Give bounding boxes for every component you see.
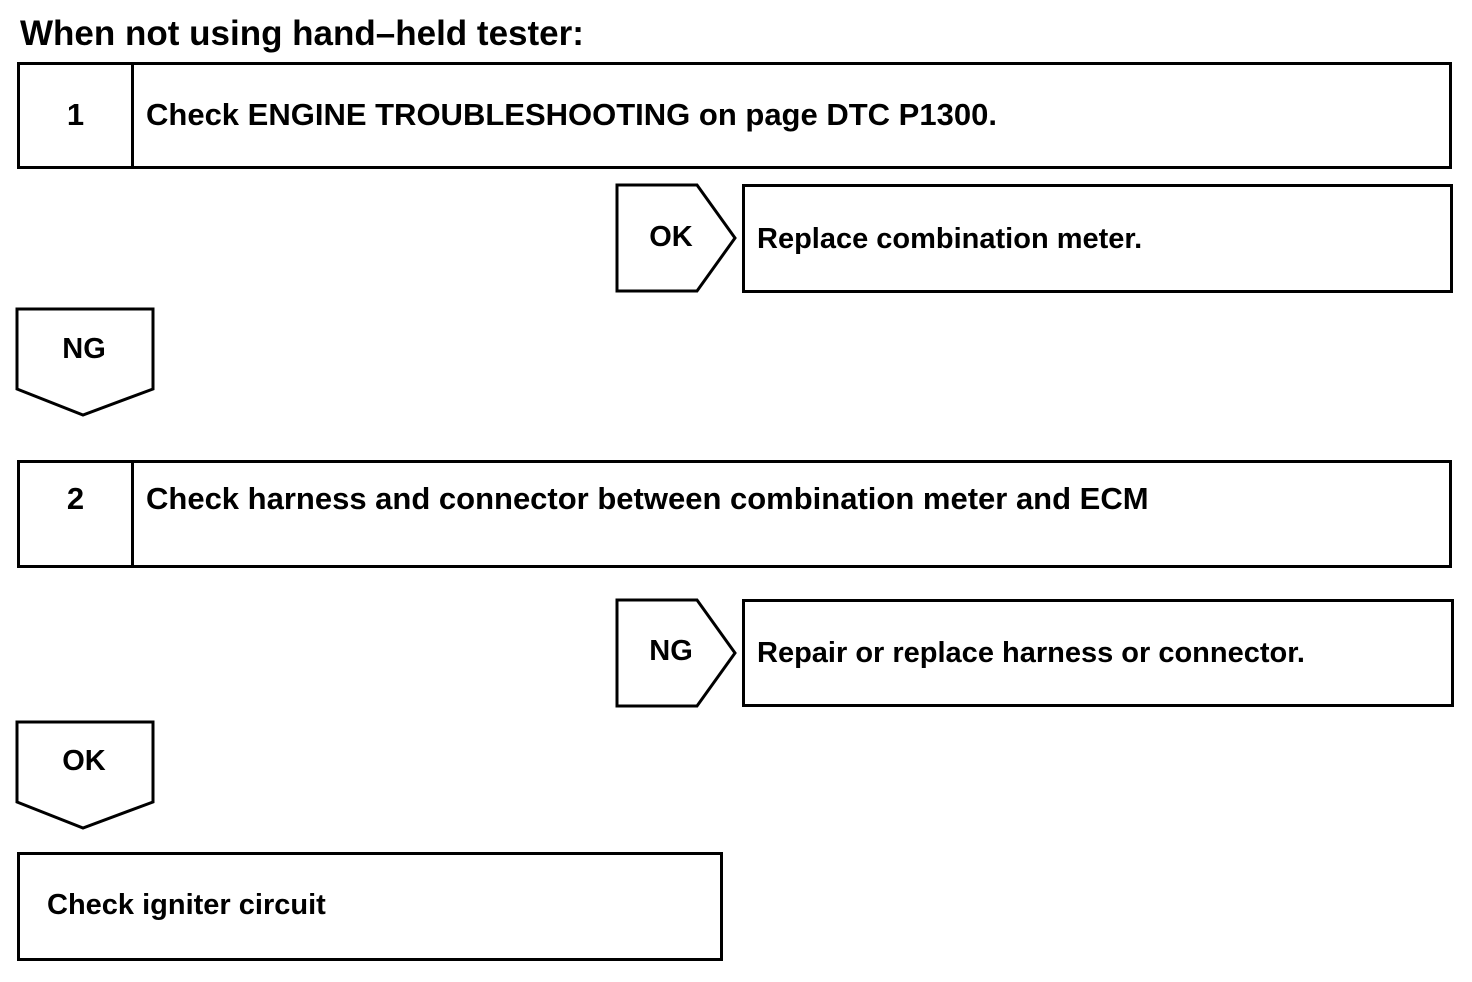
step-1-result-text: Replace combination meter. <box>757 223 1143 255</box>
step-2-box: 2 Check harness and connector between co… <box>17 460 1452 568</box>
step-1-ok-arrow <box>615 183 737 293</box>
step-1-number: 1 <box>20 65 134 166</box>
step-2-ok-label: OK <box>62 745 106 777</box>
final-text: Check igniter circuit <box>47 889 326 921</box>
step-1-text: Check ENGINE TROUBLESHOOTING on page DTC… <box>146 97 997 132</box>
page-title: When not using hand–held tester: <box>20 14 584 53</box>
step-2-text: Check harness and connector between comb… <box>146 481 1149 516</box>
step-2-ok-arrow <box>15 720 155 830</box>
step-1-ng-label: NG <box>62 333 106 365</box>
step-2-ng-arrow <box>615 598 737 708</box>
step-2-result-text: Repair or replace harness or connector. <box>757 637 1305 669</box>
final-box: Check igniter circuit <box>17 852 723 961</box>
step-1-box: 1 Check ENGINE TROUBLESHOOTING on page D… <box>17 62 1452 169</box>
step-2-ng-label: NG <box>649 635 693 667</box>
step-1-result-box: Replace combination meter. <box>742 184 1453 293</box>
step-2-result-box: Repair or replace harness or connector. <box>742 599 1454 707</box>
step-1-ok-label: OK <box>649 221 693 253</box>
step-1-ng-arrow <box>15 307 155 417</box>
step-2-number: 2 <box>20 463 134 565</box>
